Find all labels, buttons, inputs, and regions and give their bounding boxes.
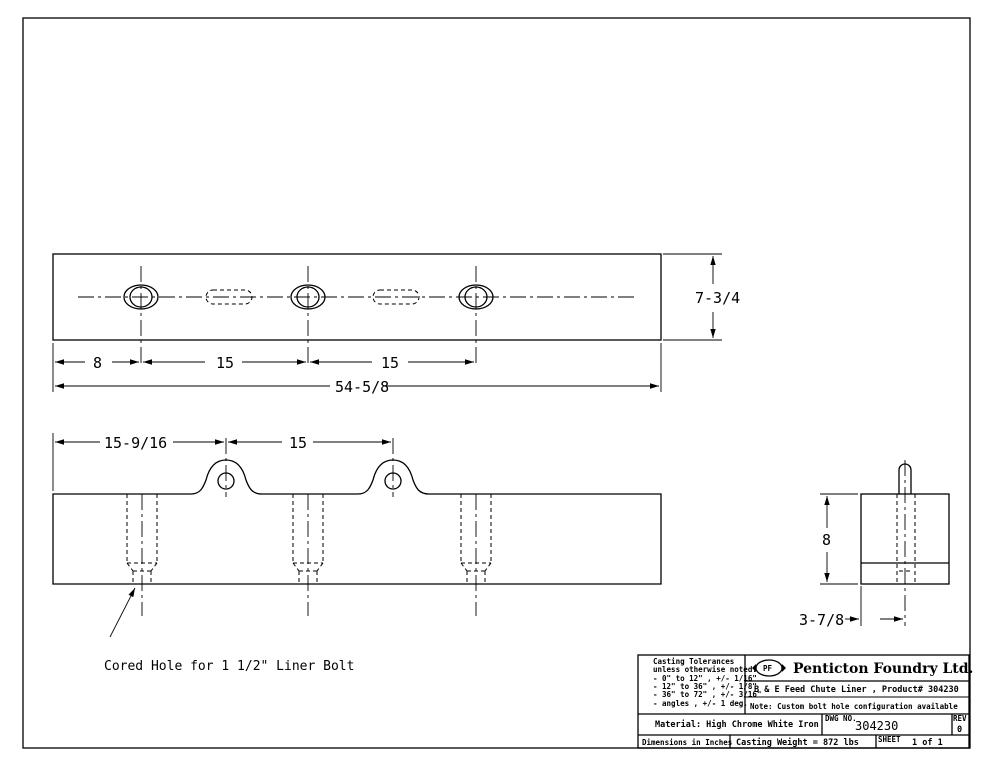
top-view: 7-3/4 8 15 15 54-5/8 xyxy=(52,253,740,396)
title-block: Casting Tolerances unless otherwise note… xyxy=(637,654,973,749)
dim-side-height: 8 xyxy=(822,531,831,549)
rev-value: 0 xyxy=(957,725,962,735)
cored-hole-note: Cored Hole for 1 1/2" Liner Bolt xyxy=(104,659,354,674)
drawing-border xyxy=(22,17,971,749)
top-view-outline xyxy=(52,253,662,341)
cored-hole-1 xyxy=(126,494,158,616)
bolt-hole-3 xyxy=(458,266,494,366)
tolerance-subtitle: unless otherwise noted: xyxy=(653,665,757,674)
front-view-outline xyxy=(52,459,662,585)
custom-note: Note: Custom bolt hole configuration ava… xyxy=(750,702,958,711)
company-logo: PF xyxy=(752,659,786,677)
side-view: 8 3-7/8 xyxy=(799,460,950,629)
dwg-label: DWG NO. xyxy=(825,714,857,723)
casting-weight: Casting Weight = 872 lbs xyxy=(736,737,859,748)
part-description: B & E Feed Chute Liner , Product# 304230 xyxy=(754,684,959,695)
dim-top-height: 7-3/4 xyxy=(695,289,740,307)
logo-text: PF xyxy=(763,664,773,673)
dim-front-spacing: 15 xyxy=(289,434,307,452)
cored-hole-leader xyxy=(109,587,136,638)
rev-label: REV xyxy=(953,714,967,723)
dim-top-spacing-2: 15 xyxy=(381,354,399,372)
tolerance-line-4: - angles , +/- 1 deg. xyxy=(653,699,748,708)
dim-top-left-offset: 8 xyxy=(93,354,102,372)
front-view: 15-9/16 15 Cored Hole for 1 1/2" Liner B… xyxy=(52,433,662,674)
sheet-label: SHEET xyxy=(878,735,901,744)
dim-front-left-offset: 15-9/16 xyxy=(104,434,167,452)
tolerance-line-1: - 0" to 12" , +/- 1/16" xyxy=(653,674,757,683)
dim-overall-length: 54-5/8 xyxy=(335,378,389,396)
slot-1 xyxy=(205,289,253,305)
dimension-units: Dimensions in Inches xyxy=(642,738,732,747)
tolerance-title: Casting Tolerances xyxy=(653,657,734,666)
tolerance-line-2: - 12" to 36" , +/- 1/8" xyxy=(653,682,757,691)
bolt-hole-1 xyxy=(123,266,159,366)
sheet-value: 1 of 1 xyxy=(912,738,943,748)
material: Material: High Chrome White Iron xyxy=(655,719,819,730)
dwg-number: 304230 xyxy=(855,719,898,733)
cored-hole-2 xyxy=(292,494,324,616)
tolerance-line-3: - 36" to 72" , +/- 3/16" xyxy=(653,690,761,699)
cored-hole-3 xyxy=(460,494,492,616)
slot-2 xyxy=(372,289,420,305)
bolt-hole-2 xyxy=(290,266,326,366)
dim-top-spacing-1: 15 xyxy=(216,354,234,372)
company-name: Penticton Foundry Ltd. xyxy=(793,661,973,677)
dim-side-offset: 3-7/8 xyxy=(799,611,844,629)
